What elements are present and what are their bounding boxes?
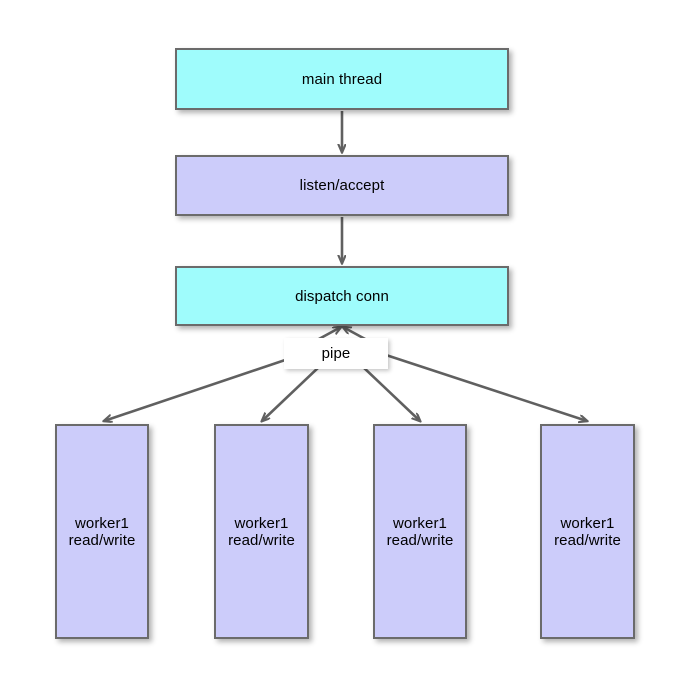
node-worker-3-label: worker1 read/write [386,514,454,549]
edge-pipe-to-worker-2 [262,365,321,421]
node-dispatch-conn-label: dispatch conn [295,287,389,305]
node-worker-2-label: worker1 read/write [228,514,295,549]
node-dispatch-conn[interactable]: dispatch conn [175,266,509,326]
node-pipe-label-text: pipe [321,345,351,362]
node-worker-1[interactable]: worker1 read/write [55,424,149,639]
node-worker-1-label: worker1 read/write [68,514,136,549]
node-worker-3[interactable]: worker1 read/write [373,424,467,639]
node-worker-2[interactable]: worker1 read/write [214,424,309,639]
node-worker-4[interactable]: worker1 read/write [540,424,635,639]
node-listen-accept[interactable]: listen/accept [175,155,509,216]
node-main-thread-label: main thread [301,70,383,88]
node-listen-accept-label: listen/accept [299,177,385,194]
edge-pipe-to-worker-1 [104,353,301,421]
node-main-thread[interactable]: main thread [175,48,509,110]
node-pipe-label[interactable]: pipe [284,338,388,369]
node-worker-4-label: worker1 read/write [554,514,621,549]
edge-pipe-to-worker-3 [361,365,420,421]
edge-pipe-to-worker-4 [385,353,587,421]
